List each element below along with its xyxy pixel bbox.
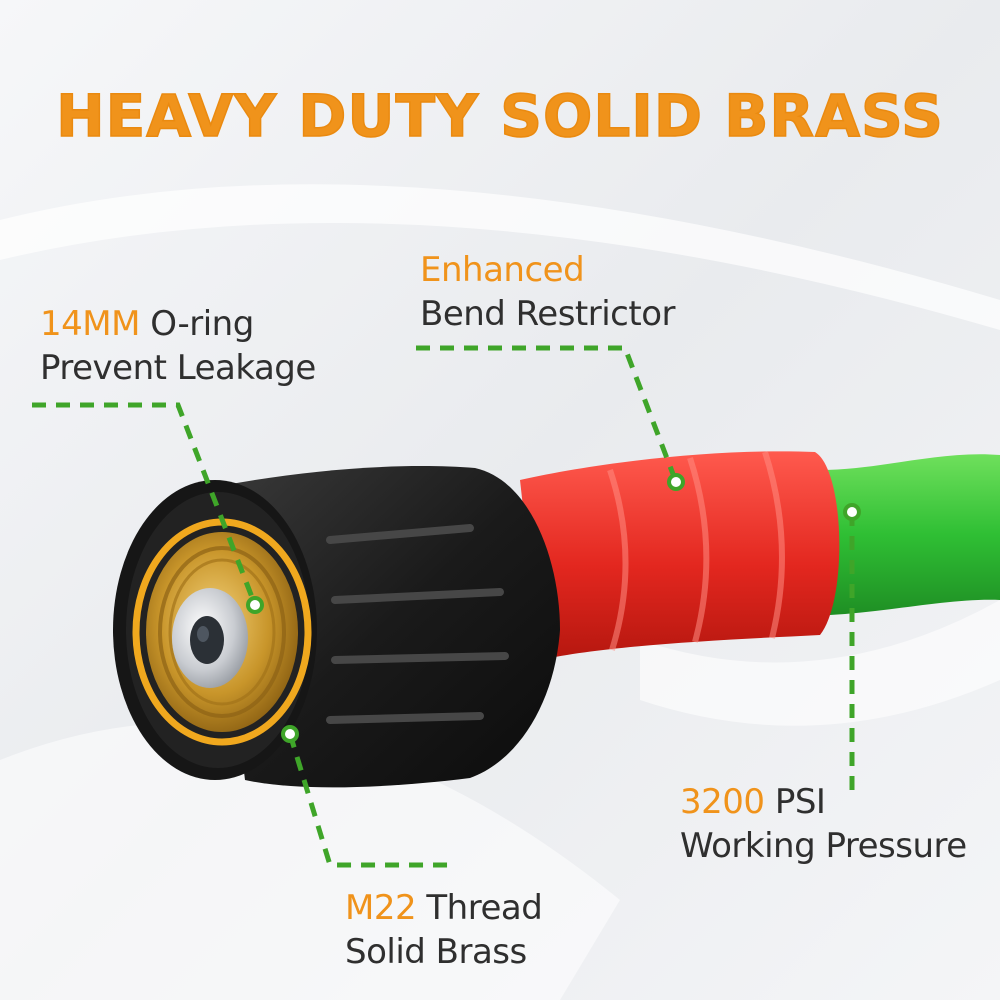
callout-thread: M22 Thread Solid Brass [345,886,543,974]
headline: HEAVY DUTY SOLID BRASS [55,81,944,151]
thread-size: M22 [345,888,417,928]
callout-oring-line2: Prevent Leakage [40,348,316,388]
bend-highlight: Enhanced [420,250,585,290]
thread-label: Thread [416,888,543,928]
dot-m22 [281,725,299,743]
steel-insert [172,588,248,688]
dot-oring [246,596,264,614]
leader-dots [246,473,861,743]
dot-psi [843,503,861,521]
callout-bend-line2: Bend Restrictor [420,294,675,334]
background-swoosh [0,184,1000,330]
background-swoosh [0,722,620,1000]
callout-psi-line1: 3200 PSI [680,780,967,824]
callout-bend-restrictor: Enhanced Bend Restrictor [420,248,675,336]
oring-size: 14MM [40,304,140,344]
leader-line-m22 [287,733,450,868]
bend-restrictor [520,451,840,660]
leader-lines [32,345,855,868]
psi-value: 3200 [680,782,765,822]
green-hose [820,454,1000,615]
callout-m22-line1: M22 Thread [345,886,543,930]
background-swoosh [640,600,1000,726]
psi-unit: PSI [764,782,826,822]
dot-bend [667,473,685,491]
callout-m22-line2: Solid Brass [345,932,527,972]
callout-oring: 14MM O-ring Prevent Leakage [40,302,316,390]
callout-psi-line2: Working Pressure [680,826,967,866]
callout-oring-line1: 14MM O-ring [40,302,316,346]
oring-label: O-ring [139,304,254,344]
leader-line-oring [32,402,258,606]
callout-pressure: 3200 PSI Working Pressure [680,780,967,868]
